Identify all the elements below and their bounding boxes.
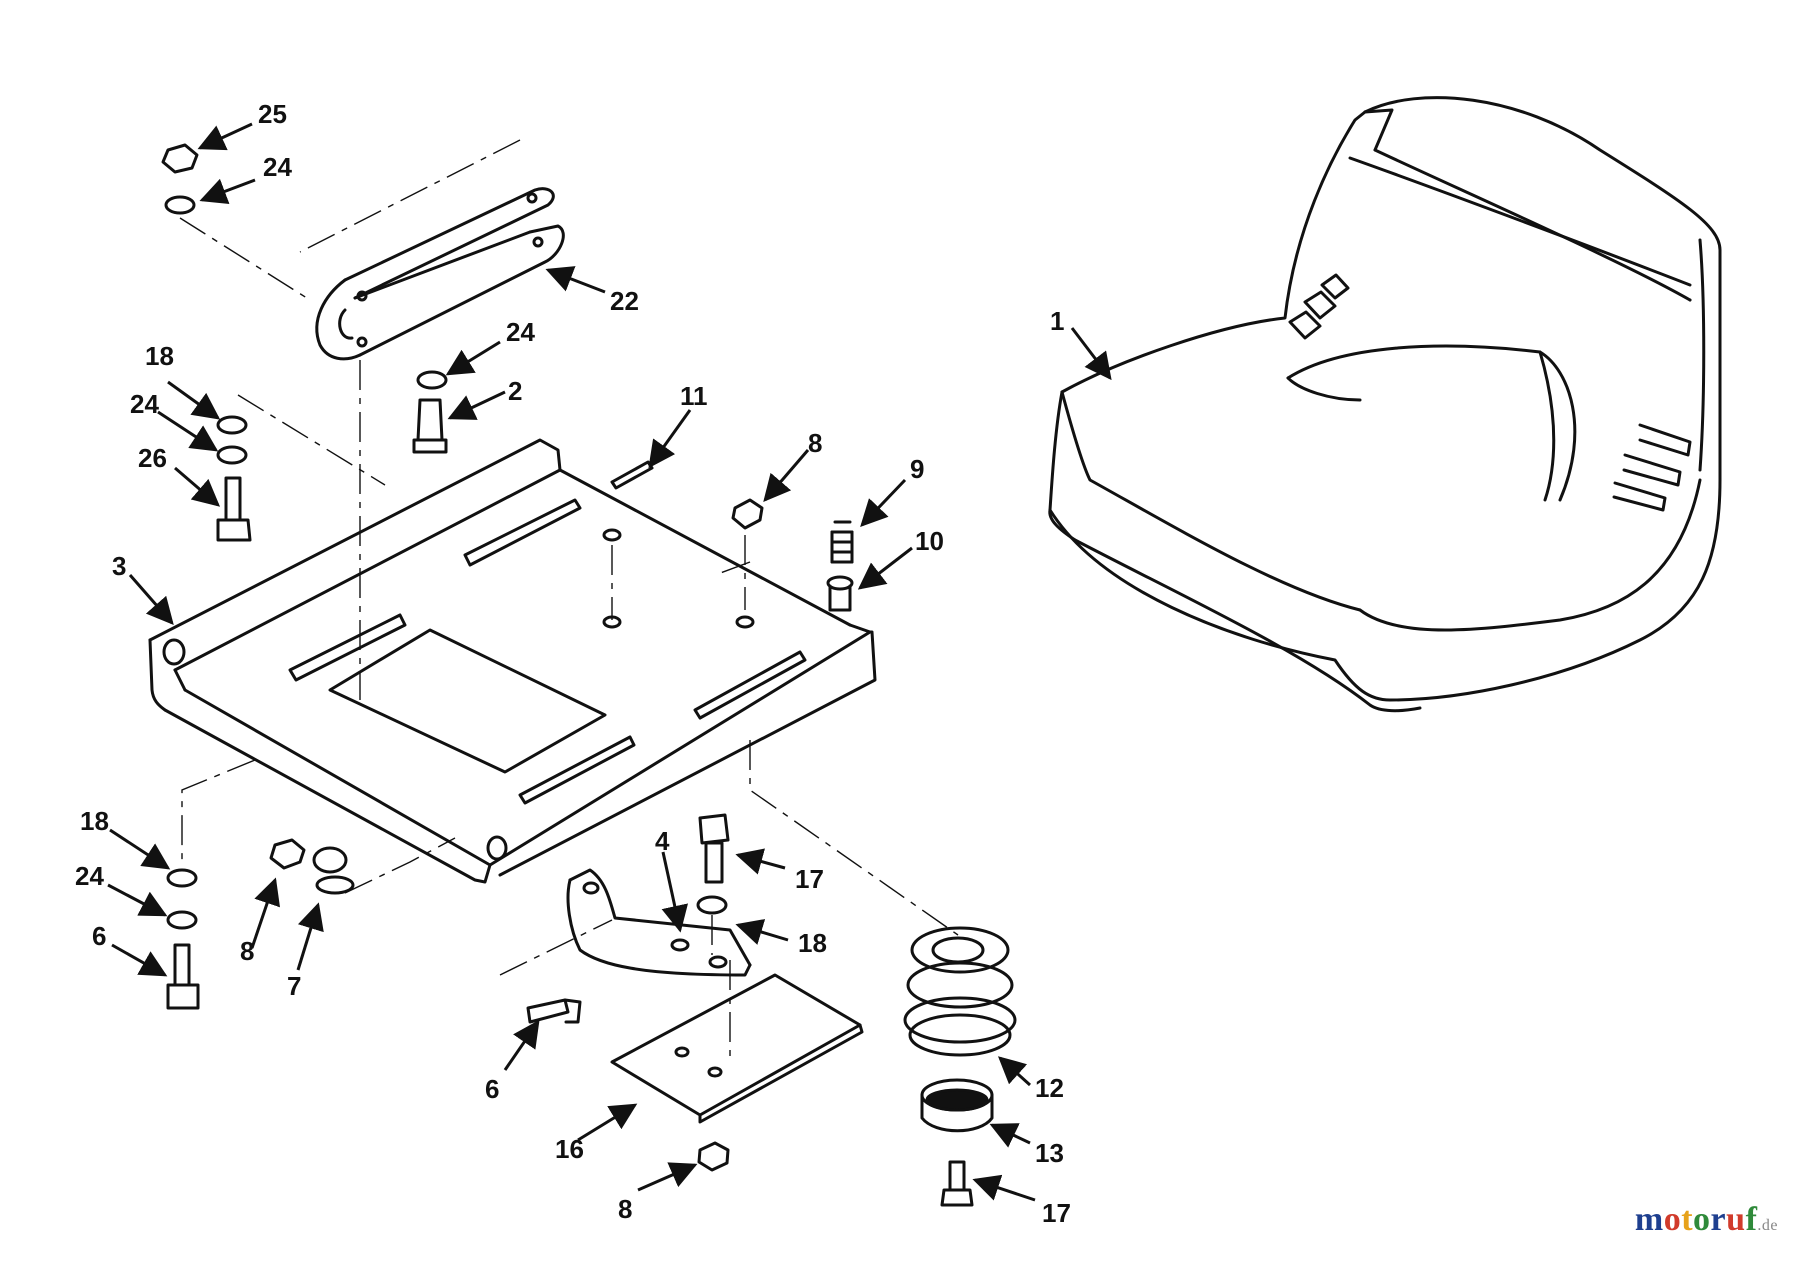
bolt-17-upper: [698, 813, 730, 884]
callout-18-lower: 18: [80, 806, 109, 836]
callout-6-left: 6: [92, 921, 106, 951]
callout-16: 16: [555, 1134, 584, 1164]
callout-7: 7: [287, 971, 301, 1001]
bolt-2: [412, 398, 448, 454]
washer-24-top: [164, 195, 196, 215]
watermark-letter: m: [1634, 1201, 1664, 1238]
callout-24-lower: 24: [75, 861, 104, 891]
callout-9: 9: [910, 454, 924, 484]
pad-13: [920, 1078, 994, 1133]
callout-2: 2: [508, 376, 522, 406]
washer-18-upper: [216, 415, 248, 435]
callout-6-lower: 6: [485, 1074, 499, 1104]
callout-25: 25: [258, 99, 287, 129]
callout-11: 11: [680, 381, 708, 411]
watermark-suffix: .de: [1757, 1217, 1778, 1234]
spring-12: [903, 926, 1017, 1057]
watermark-letter: o: [1693, 1201, 1711, 1238]
washer-18-lower: [166, 868, 198, 888]
callout-18-upper: 18: [145, 341, 174, 371]
watermark-logo: motoruf.de: [1635, 1201, 1778, 1239]
callout-10: 10: [915, 526, 944, 556]
seat-part: [1048, 96, 1722, 713]
nut-8-bottom: [697, 1141, 730, 1172]
pin-10: [826, 575, 854, 612]
callout-3: 3: [112, 551, 126, 581]
centerlines: [179, 139, 959, 1062]
callout-24-strap: 24: [506, 317, 535, 347]
washer-18-right: [696, 895, 728, 915]
callout-24-top: 24: [263, 152, 292, 182]
callout-24-upper: 24: [130, 389, 159, 419]
washer-24-lower: [166, 910, 198, 930]
callout-8-mid: 8: [240, 936, 254, 966]
callout-18-right: 18: [798, 928, 827, 958]
callout-8-bottom: 8: [618, 1194, 632, 1224]
plate-16: [610, 973, 864, 1124]
watermark-letter: f: [1745, 1201, 1758, 1238]
nut-8-mid: [269, 838, 306, 870]
callout-8-top: 8: [808, 428, 822, 458]
callout-17-lower: 17: [1042, 1198, 1071, 1228]
spring-9: [830, 520, 854, 564]
watermark-letter: u: [1726, 1201, 1746, 1238]
pin-11: [610, 460, 654, 490]
bolt-17-lower: [940, 1160, 974, 1207]
watermark-letter: t: [1681, 1201, 1694, 1238]
callout-17-upper: 17: [795, 864, 824, 894]
washer-24-upper: [216, 445, 248, 465]
nut-8-top: [731, 498, 764, 530]
watermark-letter: r: [1710, 1201, 1727, 1238]
callout-1: 1: [1050, 306, 1064, 336]
seat-mounting-plate: [148, 438, 877, 884]
callout-leaders: [107, 122, 1112, 1202]
callout-26: 26: [138, 443, 167, 473]
nut-25: [161, 143, 199, 174]
bushing-7: [312, 846, 355, 895]
washer-24-strap: [416, 370, 448, 390]
callout-4: 4: [655, 826, 670, 856]
callout-12: 12: [1035, 1073, 1064, 1103]
callout-22: 22: [610, 286, 639, 316]
watermark-letter: o: [1663, 1201, 1682, 1238]
bracket-4: [566, 868, 752, 977]
bolt-6-lower: [526, 998, 582, 1024]
bolt-26: [216, 476, 252, 542]
strap-bracket: [315, 187, 565, 361]
callout-13: 13: [1035, 1138, 1064, 1168]
bolt-6-left: [166, 943, 200, 1010]
